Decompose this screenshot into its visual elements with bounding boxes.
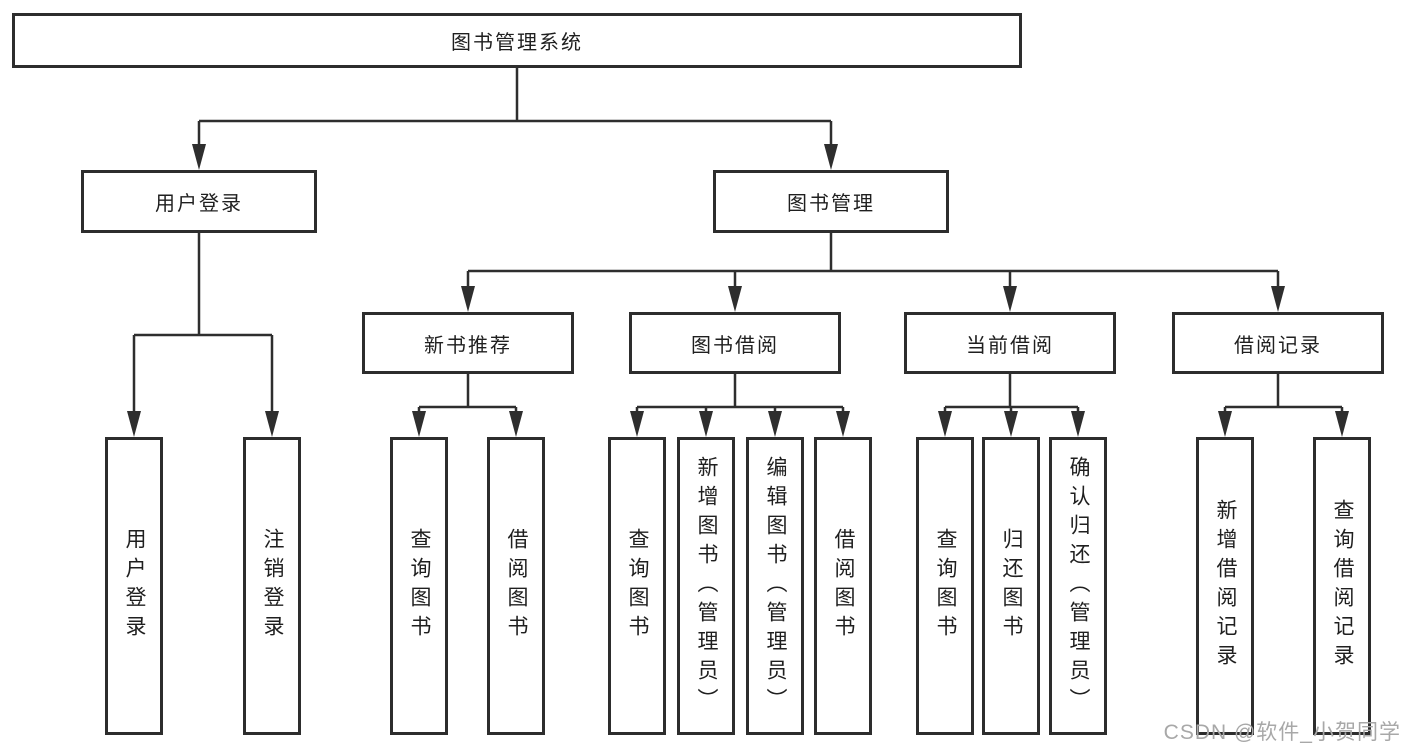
leaf-label: 查询图书 bbox=[934, 528, 957, 644]
leaf-label: 归还图书 bbox=[1000, 528, 1023, 644]
leaf-recommend-query-books: 查询图书 bbox=[390, 437, 448, 735]
node-current-borrow: 当前借阅 bbox=[904, 312, 1116, 374]
leaf-borrow-edit-books-admin: 编辑图书（管理员） bbox=[746, 437, 804, 735]
leaf-borrow-borrow-books: 借阅图书 bbox=[814, 437, 872, 735]
leaf-label: 新增借阅记录 bbox=[1214, 499, 1237, 673]
node-label: 图书借阅 bbox=[691, 334, 779, 357]
leaf-current-query-books: 查询图书 bbox=[916, 437, 974, 735]
leaf-borrow-query-books: 查询图书 bbox=[608, 437, 666, 735]
leaf-label: 借阅图书 bbox=[505, 528, 528, 644]
leaf-label: 查询借阅记录 bbox=[1331, 499, 1354, 673]
leaf-label: 查询图书 bbox=[408, 528, 431, 644]
node-label: 图书管理系统 bbox=[451, 32, 583, 54]
leaf-recommend-borrow-books: 借阅图书 bbox=[487, 437, 545, 735]
leaf-borrow-add-books-admin: 新增图书（管理员） bbox=[677, 437, 735, 735]
csdn-watermark: CSDN @软件_小贺同学 bbox=[1163, 721, 1401, 744]
node-label: 当前借阅 bbox=[966, 334, 1054, 357]
leaf-user-login: 用户登录 bbox=[105, 437, 163, 735]
node-borrow-records: 借阅记录 bbox=[1172, 312, 1384, 374]
node-book-borrow: 图书借阅 bbox=[629, 312, 841, 374]
node-user-login: 用户登录 bbox=[81, 170, 317, 233]
leaf-current-confirm-return-admin: 确认归还（管理员） bbox=[1049, 437, 1107, 735]
leaf-label: 编辑图书（管理员） bbox=[764, 455, 787, 717]
leaf-records-add-borrow-record: 新增借阅记录 bbox=[1196, 437, 1254, 735]
node-label: 用户登录 bbox=[155, 193, 243, 215]
leaf-label: 查询图书 bbox=[626, 528, 649, 644]
node-label: 借阅记录 bbox=[1234, 334, 1322, 357]
leaf-current-return-books: 归还图书 bbox=[982, 437, 1040, 735]
leaf-label: 确认归还（管理员） bbox=[1067, 455, 1090, 717]
node-label: 新书推荐 bbox=[424, 334, 512, 357]
node-book-management: 图书管理 bbox=[713, 170, 949, 233]
leaf-records-query-borrow-record: 查询借阅记录 bbox=[1313, 437, 1371, 735]
leaf-label: 新增图书（管理员） bbox=[695, 455, 718, 717]
leaf-logout: 注销登录 bbox=[243, 437, 301, 735]
arrowheads bbox=[127, 144, 1349, 437]
node-new-book-recommend: 新书推荐 bbox=[362, 312, 574, 374]
leaf-label: 借阅图书 bbox=[832, 528, 855, 644]
node-label: 图书管理 bbox=[787, 193, 875, 215]
leaf-label: 用户登录 bbox=[123, 528, 146, 644]
node-library-management-system: 图书管理系统 bbox=[12, 13, 1022, 68]
leaf-label: 注销登录 bbox=[261, 528, 284, 644]
